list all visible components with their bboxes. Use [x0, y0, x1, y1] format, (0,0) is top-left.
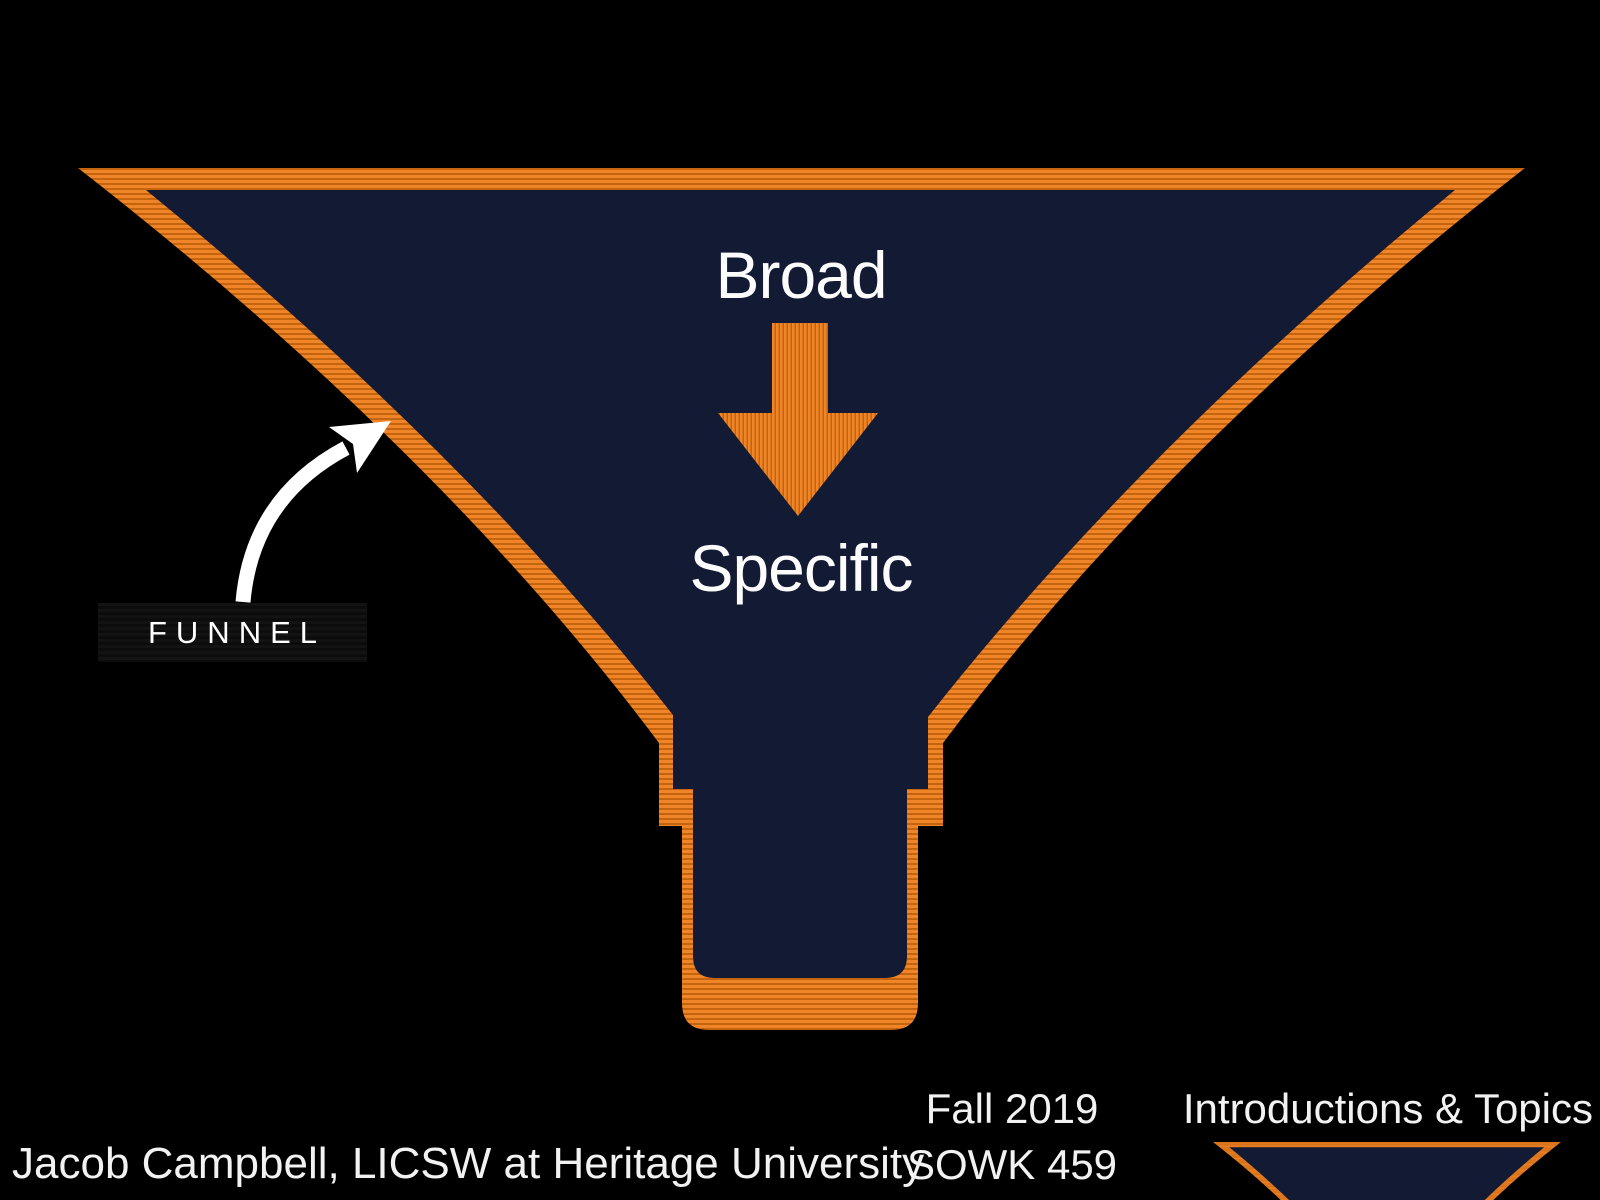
footer-course: SOWK 459 [906, 1141, 1118, 1188]
funnel-annotation-label: FUNNEL [147, 615, 326, 650]
curved-pointer-arrow-icon [235, 421, 391, 603]
footer-term: Fall 2019 [925, 1085, 1099, 1132]
mini-funnel-shape [1213, 1142, 1562, 1200]
broad-label: Broad [715, 238, 887, 312]
funnel-annotation-box: FUNNEL [98, 603, 367, 662]
down-arrow-icon [718, 323, 878, 516]
footer-author: Jacob Campbell, LICSW at Heritage Univer… [12, 1139, 925, 1188]
footer-topic: Introductions & Topics [1182, 1085, 1593, 1132]
specific-label: Specific [689, 531, 913, 605]
